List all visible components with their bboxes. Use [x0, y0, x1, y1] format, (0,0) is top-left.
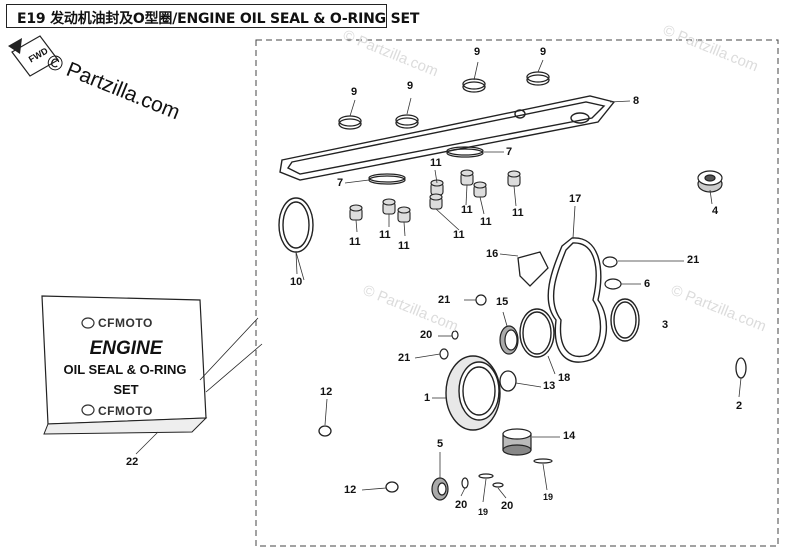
o-ring-6[interactable]	[604, 278, 622, 290]
valve-stem-seal-11-group[interactable]	[349, 169, 521, 223]
callout-21a[interactable]: 21	[687, 254, 700, 266]
leader-lines	[135, 59, 742, 503]
cover-gasket-17[interactable]	[547, 237, 608, 363]
callout-3[interactable]: 3	[662, 319, 669, 331]
callout-19a[interactable]: 19	[543, 492, 554, 502]
callout-18[interactable]: 18	[558, 372, 571, 384]
callout-20c[interactable]: 20	[501, 500, 514, 512]
callout-7b[interactable]: 7	[337, 177, 344, 189]
callout-9a[interactable]: 9	[351, 86, 358, 98]
kit-line-1: ENGINE	[89, 338, 163, 359]
callout-11d[interactable]: 11	[430, 157, 442, 169]
kit-line-2: OIL SEAL & O-RING	[63, 362, 187, 377]
o-ring-13[interactable]	[499, 370, 517, 392]
diagram-title-box: E19 发动机油封及O型圈/ENGINE OIL SEAL & O-RING S…	[6, 4, 419, 28]
shaft-seal-14[interactable]	[502, 428, 532, 456]
callout-14[interactable]: 14	[563, 430, 576, 442]
o-ring-3[interactable]	[610, 298, 640, 342]
diagram-title: E19 发动机油封及O型圈/ENGINE OIL SEAL & O-RING S…	[17, 11, 420, 27]
callout-11c[interactable]: 11	[398, 240, 410, 252]
o-ring-12[interactable]	[318, 425, 332, 437]
callout-20b[interactable]: 20	[455, 499, 468, 511]
callout-11g[interactable]: 11	[480, 216, 492, 228]
o-ring-19-20-group[interactable]	[461, 458, 553, 489]
callout-11a[interactable]: 11	[349, 236, 361, 248]
kit-line-3: SET	[113, 382, 139, 397]
callout-22[interactable]: 22	[126, 456, 139, 468]
crankshaft-oil-seal-1[interactable]	[445, 355, 501, 431]
callout-2[interactable]: 2	[736, 400, 743, 412]
callout-16[interactable]: 16	[486, 248, 499, 260]
callout-11e[interactable]: 11	[453, 229, 465, 241]
callout-17[interactable]: 17	[569, 193, 582, 205]
kit-card	[41, 295, 263, 435]
callout-13[interactable]: 13	[543, 380, 556, 392]
o-ring-18[interactable]	[519, 308, 555, 358]
callout-1[interactable]: 1	[424, 392, 431, 404]
callout-15[interactable]: 15	[496, 296, 509, 308]
callout-21c[interactable]: 21	[398, 352, 411, 364]
o-ring-12-lower[interactable]	[385, 481, 399, 493]
oil-seal-15[interactable]	[499, 325, 519, 355]
callout-19b[interactable]: 19	[478, 507, 489, 517]
callout-12b[interactable]: 12	[344, 484, 357, 496]
seal-ring-9-group[interactable]	[338, 71, 550, 130]
fwd-arrow-icon	[8, 35, 59, 77]
callout-11f[interactable]: 11	[461, 204, 473, 216]
callout-20a[interactable]: 20	[420, 329, 433, 341]
callout-11b[interactable]: 11	[379, 229, 391, 241]
o-ring-2[interactable]	[735, 357, 747, 379]
callout-10[interactable]: 10	[290, 276, 303, 288]
callout-4[interactable]: 4	[712, 205, 719, 217]
callout-6[interactable]: 6	[644, 278, 651, 290]
callout-8[interactable]: 8	[633, 95, 640, 107]
o-ring-20[interactable]	[451, 330, 459, 340]
oil-seal-5[interactable]	[431, 477, 449, 501]
callout-9d[interactable]: 9	[540, 46, 547, 58]
callout-12a[interactable]: 12	[320, 386, 333, 398]
kit-brand-top: CFMOTO	[98, 316, 153, 330]
gasket-16[interactable]	[517, 251, 549, 287]
o-ring-10[interactable]	[278, 197, 314, 253]
oil-pan-gasket[interactable]	[279, 95, 616, 181]
callout-7a[interactable]: 7	[506, 146, 513, 158]
o-ring-21-group[interactable]	[439, 256, 618, 360]
kit-brand-bottom: CFMOTO	[98, 404, 153, 418]
callout-9c[interactable]: 9	[474, 46, 481, 58]
callout-5[interactable]: 5	[437, 438, 444, 450]
callout-9b[interactable]: 9	[407, 80, 414, 92]
grommet-4[interactable]	[697, 170, 723, 193]
assembly-frame	[255, 39, 779, 547]
callout-11h[interactable]: 11	[512, 207, 524, 219]
callout-21b[interactable]: 21	[438, 294, 451, 306]
